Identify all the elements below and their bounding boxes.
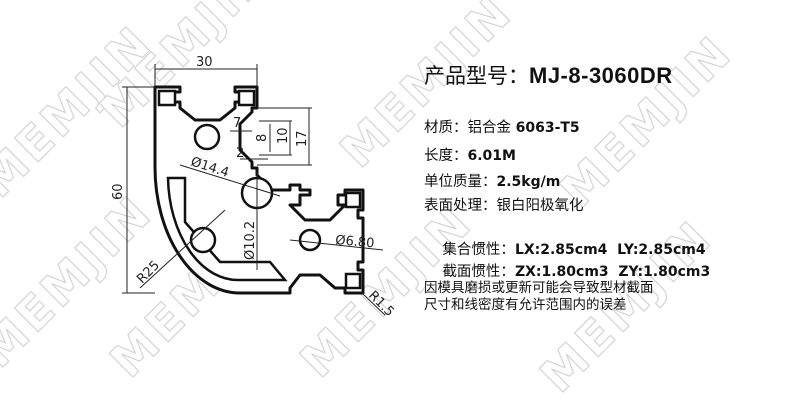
dim-2: 2 xyxy=(236,146,244,161)
spec-label: 表面处理： xyxy=(424,198,497,214)
slot-square xyxy=(344,191,362,209)
product-model-title: 产品型号：MJ-8-3060DR xyxy=(424,60,673,90)
spec-value: 2.5kg/m xyxy=(496,174,561,190)
spec-surface-treatment: 表面处理：银白阳极氧化 xyxy=(424,194,584,215)
note-line: 因模具磨损或更新可能会导致型材截面 xyxy=(424,280,654,296)
slot-square xyxy=(157,89,177,107)
spec-moment-of-inertia: 集合惯性：LX:2.85cm4 LY:2.85cm4 xyxy=(424,222,706,275)
note-line: 尺寸和线密度有允许范围内的误差 xyxy=(424,297,627,313)
spec-length: 长度：6.01M xyxy=(424,144,516,165)
dim-7: 7 xyxy=(233,116,241,131)
model-number: MJ-8-3060DR xyxy=(529,63,673,88)
core-hole xyxy=(193,123,221,151)
spec-value: 6063-T5 xyxy=(515,120,580,136)
arc-cavity xyxy=(166,176,288,282)
dim-dia-10-2: Ø10.2 xyxy=(243,221,258,260)
core-hole xyxy=(189,226,217,254)
spec-value: LX:2.85cm4 LY:2.85cm4 xyxy=(514,242,706,258)
slot-square xyxy=(237,89,256,107)
dim-8: 8 xyxy=(255,134,270,142)
spec-value: 6.01M xyxy=(467,148,516,164)
spec-value: 银白阳极氧化 xyxy=(496,198,584,214)
core-hole xyxy=(298,228,322,252)
spec-value: ZX:1.80cm3 ZY:1.80cm3 xyxy=(514,264,711,280)
dim-r1-5: R1.5 xyxy=(365,288,397,320)
dim-r25: R25 xyxy=(134,258,163,287)
dim-width: 30 xyxy=(196,55,213,70)
dim-17: 17 xyxy=(295,130,310,147)
spec-label: 单位质量： xyxy=(424,174,497,190)
spec-material: 材质：铝合金 6063-T5 xyxy=(424,116,580,137)
spec-section-modulus: 截面惯性：ZX:1.80cm3 ZY:1.80cm3 xyxy=(424,244,710,297)
spec-value-prefix: 铝合金 xyxy=(467,120,516,136)
tolerance-note: 因模具磨损或更新可能会导致型材截面 尺寸和线密度有允许范围内的误差 xyxy=(424,280,654,314)
dim-10: 10 xyxy=(276,127,291,144)
spec-label: 集合惯性： xyxy=(442,242,515,258)
spec-unit-weight: 单位质量：2.5kg/m xyxy=(424,170,560,191)
dim-height: 60 xyxy=(111,183,126,200)
spec-label: 长度： xyxy=(424,148,468,164)
dimension-lines xyxy=(122,64,386,316)
spec-label: 材质： xyxy=(424,120,468,136)
model-label: 产品型号： xyxy=(424,64,529,88)
slot-square xyxy=(344,272,362,290)
dim-dia-6-80: Ø6.80 xyxy=(335,233,375,251)
spec-label: 截面惯性： xyxy=(442,264,515,280)
